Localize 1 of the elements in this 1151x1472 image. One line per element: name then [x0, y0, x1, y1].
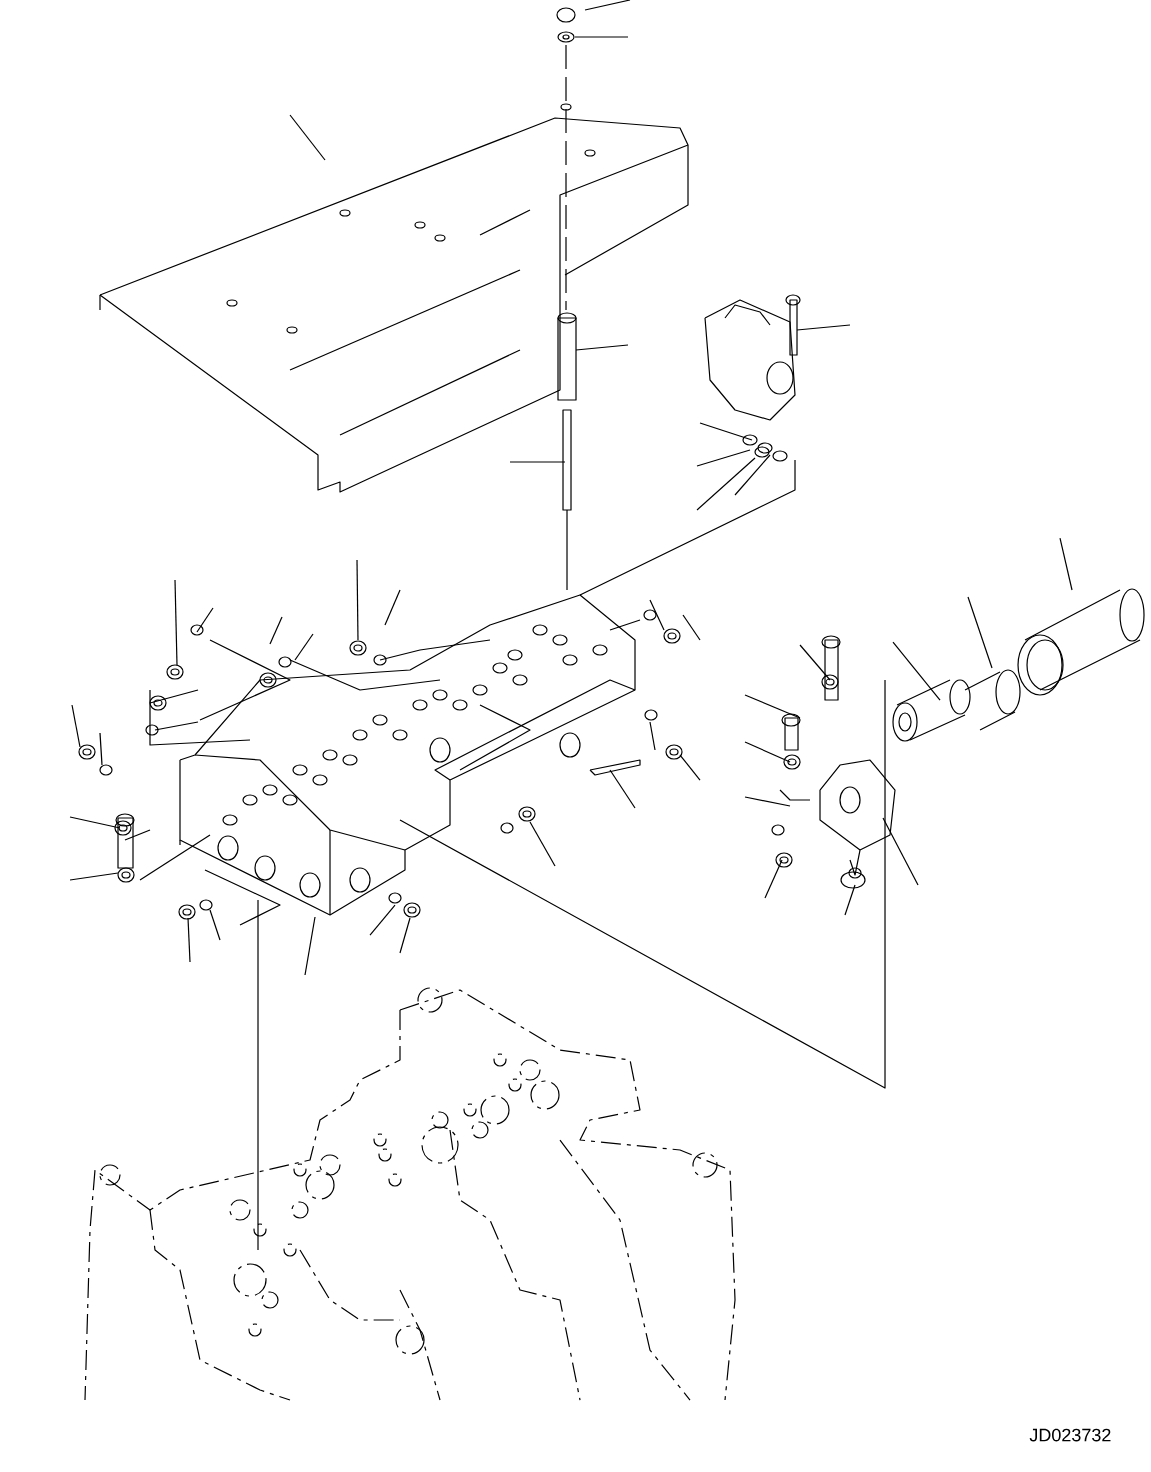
- drawing-number: JD023732: [1029, 1428, 1111, 1442]
